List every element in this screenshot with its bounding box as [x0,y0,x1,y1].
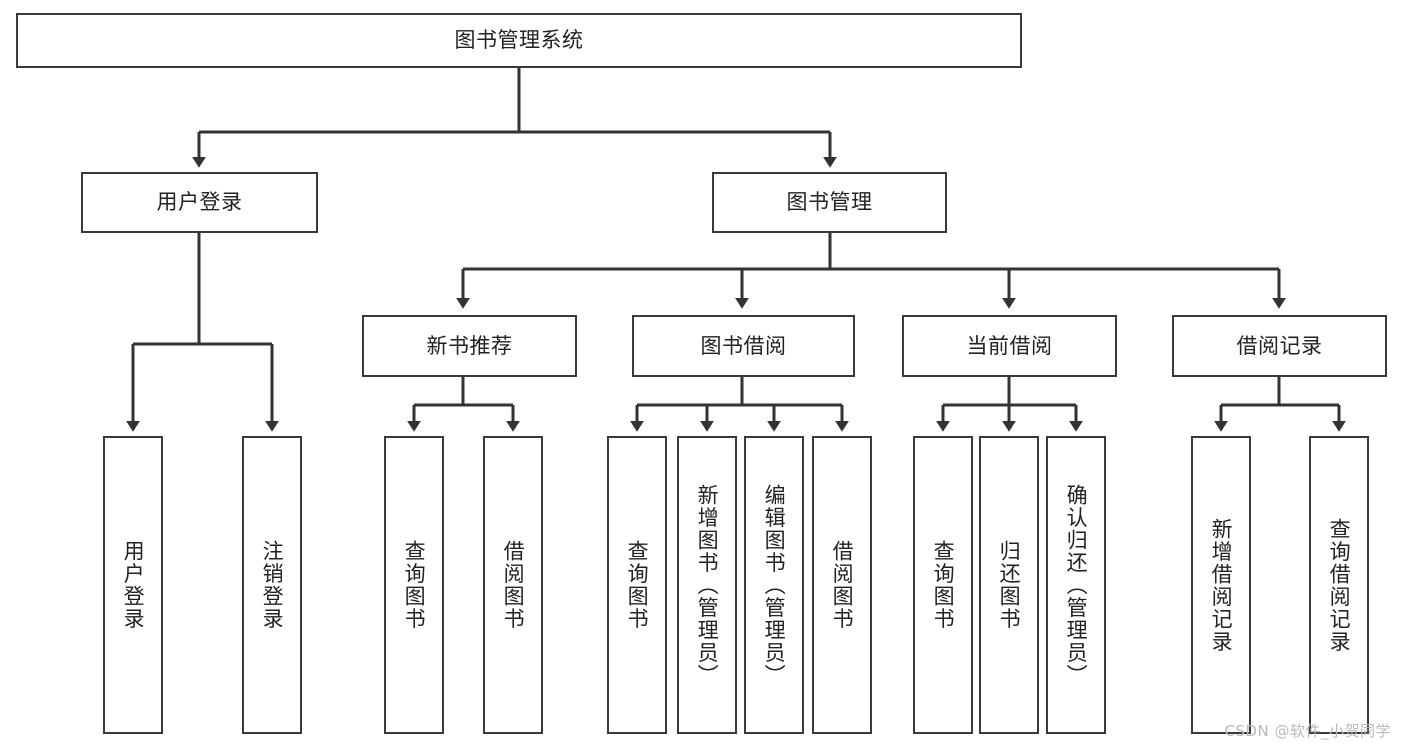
leaf-new-book-borrow[interactable]: 借阅图书 [483,436,543,734]
leaf-book-borrow-query[interactable]: 查询图书 [607,436,667,734]
leaf-label: 借阅图书 [501,540,526,630]
leaf-current-borrow-return[interactable]: 归还图书 [979,436,1039,734]
leaf-label: 注销登录 [260,540,285,630]
node-label: 图书管理 [786,190,873,215]
leaf-book-borrow-edit[interactable]: 编辑图书（管理员） [744,436,804,734]
node-borrow-record[interactable]: 借阅记录 [1172,315,1387,377]
leaf-label: 新增图书（管理员） [695,483,720,687]
node-book-manage[interactable]: 图书管理 [712,172,947,233]
leaf-book-borrow-add[interactable]: 新增图书（管理员） [677,436,737,734]
node-label: 新书推荐 [426,333,513,358]
leaf-user-login-login[interactable]: 用户登录 [103,436,163,734]
leaf-label: 确认归还（管理员） [1064,483,1089,687]
node-new-book-recommend[interactable]: 新书推荐 [362,315,577,377]
leaf-new-book-query[interactable]: 查询图书 [384,436,444,734]
leaf-label: 查询图书 [931,540,956,630]
watermark-text: CSDN @软件_小贺同学 [1224,722,1391,740]
leaf-book-borrow-borrow[interactable]: 借阅图书 [812,436,872,734]
leaf-borrow-record-add[interactable]: 新增借阅记录 [1191,436,1251,734]
node-label: 图书借阅 [700,333,787,358]
leaf-label: 查询图书 [625,540,650,630]
leaf-label: 新增借阅记录 [1209,517,1234,653]
leaf-label: 查询图书 [402,540,427,630]
leaf-borrow-record-query[interactable]: 查询借阅记录 [1309,436,1369,734]
node-label: 用户登录 [156,190,243,215]
leaf-current-borrow-confirm[interactable]: 确认归还（管理员） [1046,436,1106,734]
leaf-label: 用户登录 [121,540,146,630]
node-label: 借阅记录 [1236,333,1323,358]
leaf-user-login-logout[interactable]: 注销登录 [242,436,302,734]
leaf-label: 归还图书 [997,540,1022,630]
node-user-login[interactable]: 用户登录 [81,172,318,233]
node-root-system[interactable]: 图书管理系统 [16,13,1022,68]
leaf-current-borrow-query[interactable]: 查询图书 [913,436,973,734]
node-book-borrow[interactable]: 图书借阅 [632,315,855,377]
node-label: 当前借阅 [966,333,1053,358]
leaf-label: 编辑图书（管理员） [762,483,787,687]
leaf-label: 借阅图书 [830,540,855,630]
leaf-label: 查询借阅记录 [1327,517,1352,653]
node-label: 图书管理系统 [454,28,584,53]
node-current-borrow[interactable]: 当前借阅 [902,315,1117,377]
